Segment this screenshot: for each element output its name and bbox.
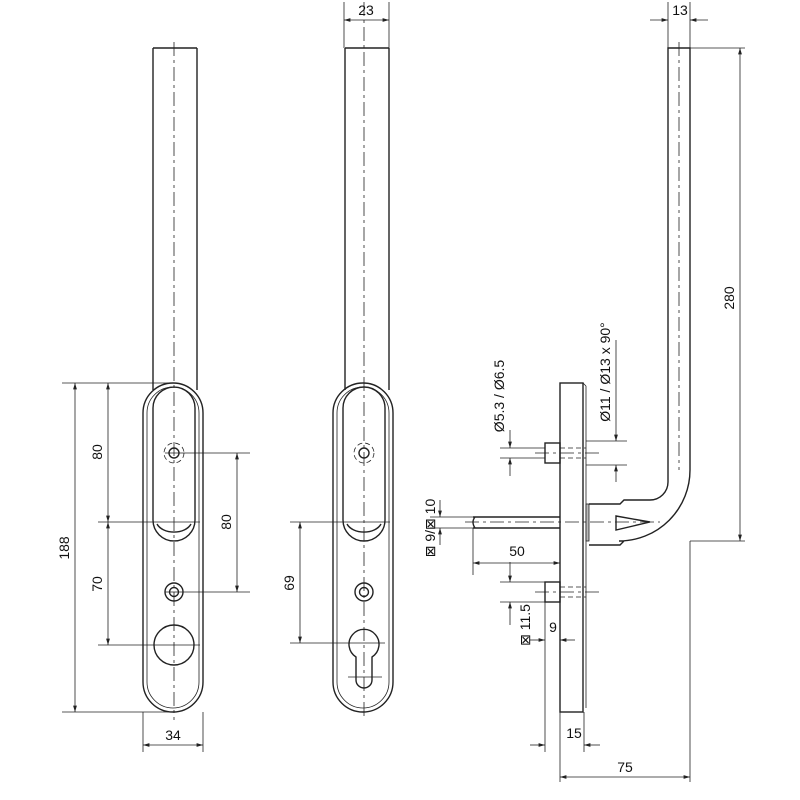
dim-69: 69 — [281, 575, 297, 591]
side-view: 280 13 75 15 9 50 ⊠ 11.5 Ø5.3 / Ø6.5 Ø11… — [422, 2, 745, 782]
keyhole-view: 23 69 — [281, 2, 394, 720]
dim-screw-hole: Ø5.3 / Ø6.5 — [491, 360, 507, 433]
dim-75: 75 — [617, 759, 633, 775]
dim-280: 280 — [721, 286, 737, 310]
front-view: 188 80 70 80 34 — [56, 42, 250, 752]
dim-11-5: ⊠ 11.5 — [517, 604, 533, 646]
dim-spindle-square: ⊠ 9/⊠ 10 — [422, 499, 438, 558]
dim-80-upper: 80 — [89, 444, 105, 460]
dim-80-right: 80 — [218, 514, 234, 530]
dim-23: 23 — [358, 2, 374, 18]
dim-34: 34 — [165, 727, 181, 743]
dim-9: 9 — [549, 619, 557, 635]
dim-50: 50 — [509, 543, 525, 559]
dim-13: 13 — [672, 2, 688, 18]
dim-70: 70 — [89, 576, 105, 592]
dim-188: 188 — [56, 536, 72, 560]
dim-countersink: Ø11 / Ø13 x 90° — [597, 322, 613, 422]
dim-15: 15 — [566, 725, 582, 741]
